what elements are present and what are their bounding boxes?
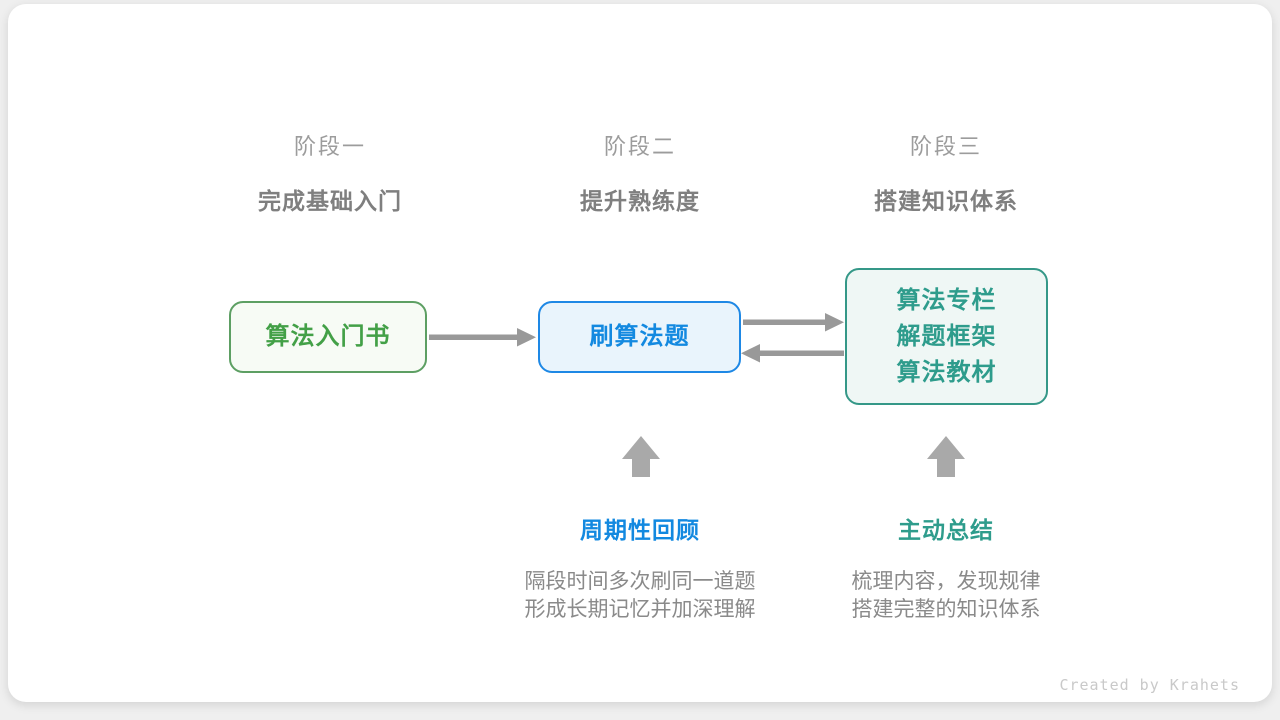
annotation-periodic-review: 周期性回顾 隔段时间多次刷同一道题 形成长期记忆并加深理解	[470, 511, 810, 623]
annotation-periodic-review-desc: 隔段时间多次刷同一道题 形成长期记忆并加深理解	[470, 568, 810, 623]
annotation-active-summary-desc-line-2: 搭建完整的知识体系	[851, 597, 1041, 621]
stage-2-subtitle: 提升熟练度	[580, 188, 700, 214]
node-advanced-materials-line-3: 算法教材	[896, 358, 997, 386]
annotation-periodic-review-desc-line-2: 形成长期记忆并加深理解	[524, 597, 756, 621]
annotation-periodic-review-desc-line-1: 隔段时间多次刷同一道题	[524, 570, 756, 593]
node-practice-problems: 刷算法题	[538, 301, 741, 373]
stage-3-label: 阶段三	[909, 134, 982, 159]
annotation-active-summary-desc: 梳理内容，发现规律 搭建完整的知识体系	[776, 568, 1116, 623]
stage-2-header: 阶段二 提升熟练度	[480, 129, 800, 216]
annotation-active-summary-desc-line-1: 梳理内容，发现规律	[851, 570, 1041, 593]
node-advanced-materials: 算法专栏 解题框架 算法教材	[845, 268, 1048, 405]
node-advanced-materials-line-2: 解题框架	[896, 322, 997, 350]
annotation-active-summary-title: 主动总结	[898, 517, 994, 543]
stage-1-label: 阶段一	[293, 134, 366, 159]
stage-1-subtitle: 完成基础入门	[258, 188, 402, 214]
node-intro-book-label: 算法入门书	[265, 323, 391, 350]
node-practice-problems-label: 刷算法题	[589, 323, 690, 350]
stage-3-subtitle: 搭建知识体系	[874, 188, 1018, 214]
annotation-periodic-review-title: 周期性回顾	[580, 517, 700, 543]
annotation-active-summary: 主动总结 梳理内容，发现规律 搭建完整的知识体系	[776, 511, 1116, 623]
credit-text: Created by Krahets	[1059, 676, 1240, 694]
stage-2-label: 阶段二	[603, 134, 676, 159]
stage-3-header: 阶段三 搭建知识体系	[786, 129, 1106, 216]
node-intro-book: 算法入门书	[229, 301, 427, 373]
node-advanced-materials-line-1: 算法专栏	[896, 286, 997, 314]
stage-1-header: 阶段一 完成基础入门	[170, 129, 490, 216]
